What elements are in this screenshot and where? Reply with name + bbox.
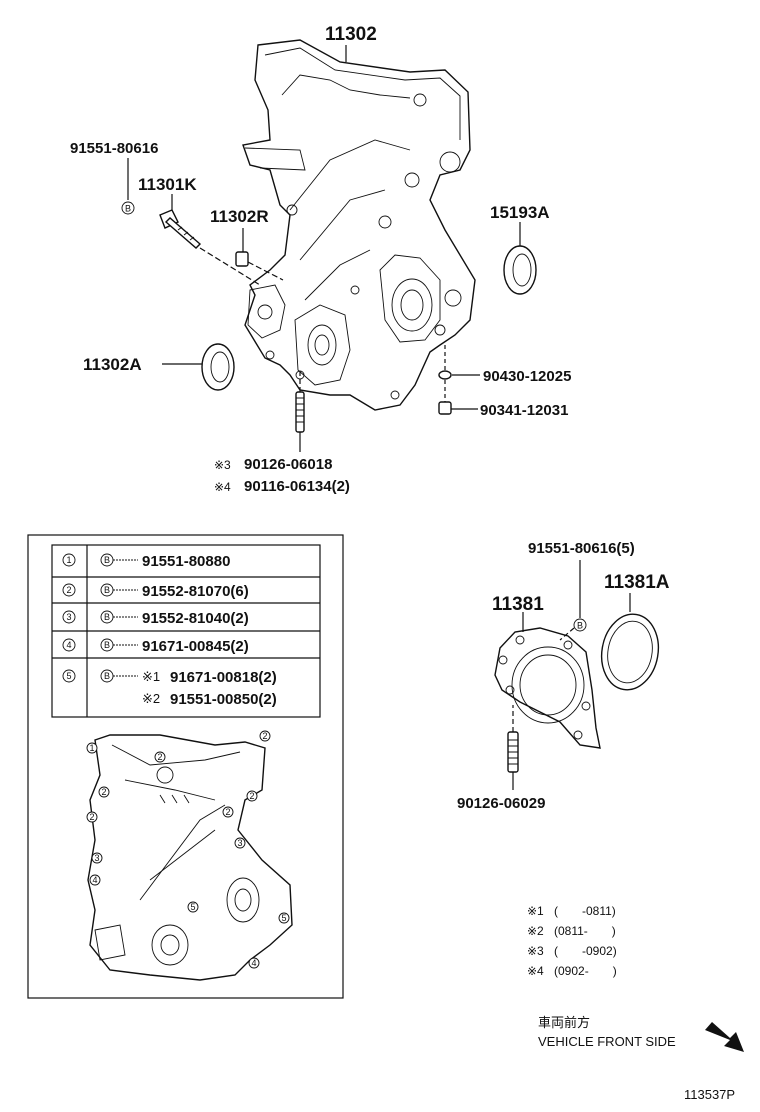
svg-text:B: B xyxy=(104,612,110,622)
note-2-text: (0811- ) xyxy=(554,924,616,938)
bolt-table-rows: 1 B 91551-80880 2 B 91552-81070(6) 3 B 9… xyxy=(62,553,277,708)
label-11381A: 11381A xyxy=(604,572,670,593)
bolt-row-5-mark-1: ※1 xyxy=(142,669,160,684)
svg-text:B: B xyxy=(104,555,110,565)
svg-text:B: B xyxy=(577,621,583,631)
svg-text:B: B xyxy=(104,671,110,681)
svg-text:5: 5 xyxy=(281,913,286,923)
svg-text:2: 2 xyxy=(225,807,230,817)
label-90430-12025: 90430-12025 xyxy=(483,368,571,385)
svg-text:2: 2 xyxy=(157,752,162,762)
svg-text:2: 2 xyxy=(89,812,94,822)
label-90116-06134: 90116-06134(2) xyxy=(244,478,350,495)
svg-text:3: 3 xyxy=(237,838,242,848)
svg-text:3: 3 xyxy=(66,612,71,622)
bolt-row-3-part: 91552-81040(2) xyxy=(142,610,249,627)
seal-retainer-11381-drawing xyxy=(494,627,601,749)
note-4-mark: ※4 xyxy=(527,964,544,978)
stud-90126-06029-drawing xyxy=(507,705,519,790)
gasket-plug-drawing xyxy=(438,345,452,415)
seal-15193A-drawing xyxy=(503,245,537,295)
svg-text:2: 2 xyxy=(249,791,254,801)
bolt-row-5-mark-2: ※2 xyxy=(142,691,160,706)
date-notes: ※1 ( -0811) ※2 (0811- ) ※3 ( -0902) ※4 (… xyxy=(527,904,617,978)
note-1-mark: ※1 xyxy=(527,904,544,918)
svg-text:B: B xyxy=(104,640,110,650)
label-11381: 11381 xyxy=(492,594,544,615)
bolt-row-4-part: 91671-00845(2) xyxy=(142,638,249,655)
front-arrow-icon xyxy=(705,1022,744,1052)
svg-text:2: 2 xyxy=(262,731,267,741)
note-2-mark: ※2 xyxy=(527,924,544,938)
bolt-11301K-drawing xyxy=(159,209,261,286)
leader-lines xyxy=(127,45,521,410)
svg-text:4: 4 xyxy=(66,640,71,650)
stud-90126-06018-drawing xyxy=(295,370,305,452)
svg-text:3: 3 xyxy=(94,853,99,863)
svg-text:B: B xyxy=(125,204,131,214)
direction-en: VEHICLE FRONT SIDE xyxy=(538,1034,676,1049)
bolt-row-5-part-1: 91671-00818(2) xyxy=(170,669,277,686)
label-90341-12031: 90341-12031 xyxy=(480,402,568,419)
note-4-text: (0902- ) xyxy=(554,964,617,978)
label-11302R: 11302R xyxy=(210,207,269,226)
plug-11302R-drawing xyxy=(235,251,284,281)
b-mark-icon: B xyxy=(121,201,135,215)
bolt-row-1-part: 91551-80880 xyxy=(142,553,230,570)
svg-text:5: 5 xyxy=(66,671,71,681)
label-90126-06029: 90126-06029 xyxy=(457,795,545,812)
mark-3: ※3 xyxy=(214,458,231,472)
label-11302A: 11302A xyxy=(83,355,142,374)
b-mark-right-icon: B xyxy=(573,618,587,632)
note-3-mark: ※3 xyxy=(527,944,544,958)
note-3-text: ( -0902) xyxy=(554,944,617,958)
svg-text:2: 2 xyxy=(101,787,106,797)
bolt-table xyxy=(27,534,344,999)
svg-text:4: 4 xyxy=(251,958,256,968)
figure-id: 113537P xyxy=(684,1087,735,1102)
svg-text:1: 1 xyxy=(66,555,71,565)
svg-text:2: 2 xyxy=(66,585,71,595)
timing-cover-drawing xyxy=(242,39,476,411)
note-1-text: ( -0811) xyxy=(554,904,616,918)
svg-text:1: 1 xyxy=(89,743,94,753)
label-15193A: 15193A xyxy=(490,203,550,222)
svg-text:B: B xyxy=(104,585,110,595)
label-90126-06018: 90126-06018 xyxy=(244,456,332,473)
label-11302: 11302 xyxy=(325,24,377,45)
seal-11381A-drawing xyxy=(600,613,660,691)
mark-4: ※4 xyxy=(214,480,231,494)
label-91551-80616-5: 91551-80616(5) xyxy=(528,540,635,557)
label-91551-80616: 91551-80616 xyxy=(70,140,158,157)
bolt-location-cover-drawing: 1 2 2 2 2 2 2 3 3 4 4 5 5 xyxy=(86,730,293,981)
seal-11302A-drawing xyxy=(201,343,235,391)
svg-text:5: 5 xyxy=(190,902,195,912)
svg-text:4: 4 xyxy=(92,875,97,885)
bolt-row-2-part: 91552-81070(6) xyxy=(142,583,249,600)
right-leader-lines xyxy=(522,560,631,641)
direction-jp: 車両前方 xyxy=(538,1015,590,1030)
bolt-row-5-part-2: 91551-00850(2) xyxy=(170,691,277,708)
label-11301K: 11301K xyxy=(138,175,197,194)
